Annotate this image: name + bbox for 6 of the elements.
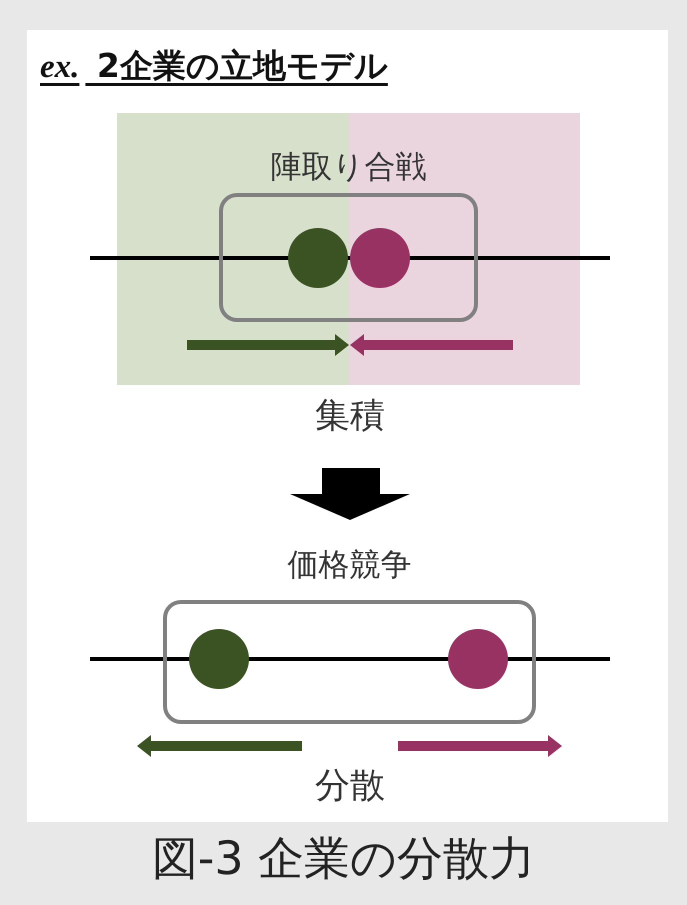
label: 集積 [314,395,386,438]
frame-heading: 陣取り合戦 [270,148,428,187]
frame-heading: 価格競争 [286,546,412,585]
caption: 図-3 企業の分散力 [150,830,536,887]
title: ex. 2企業の立地モデル [40,45,388,87]
label: 分散 [314,765,386,808]
